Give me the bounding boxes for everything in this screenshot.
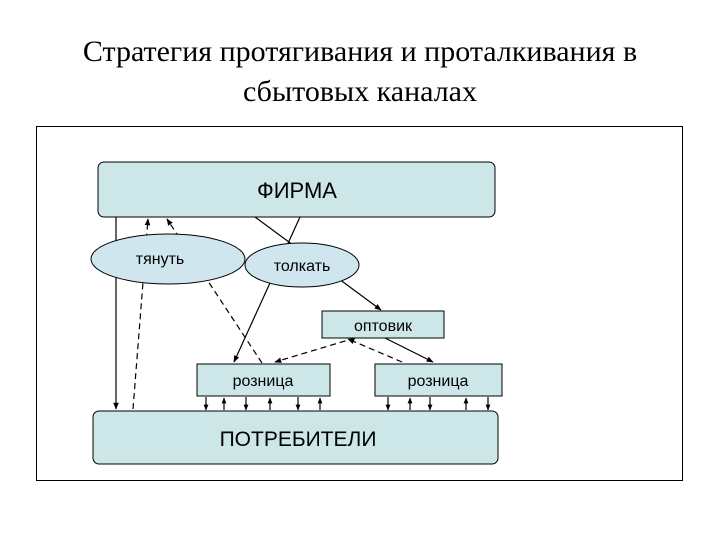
arrow-firm-to-retail-left (233, 216, 301, 363)
wholesaler-box (321, 310, 445, 339)
firm-label: ФИРМА (257, 178, 337, 203)
arrow-wholesaler-to-retail-right (384, 337, 434, 363)
pull-arrow-consumers-to-firm (132, 218, 151, 410)
pull-label: тянуть (136, 251, 185, 268)
diagram-frame (36, 126, 683, 481)
title-line-1: Стратегия протягивания и проталкивания в (82, 35, 638, 68)
retail-consumer-arrows (203, 397, 491, 411)
push-ellipse (244, 242, 360, 288)
retail-left-label: розница (233, 373, 294, 390)
retail-right-box (374, 363, 503, 397)
pull-ellipse (90, 233, 246, 285)
wholesaler-label: оптовик (354, 318, 413, 335)
slide-title: Стратегия протягивания и проталкивания в… (0, 32, 720, 112)
pull-arrow-wholesaler-to-retail (274, 337, 356, 363)
retail-left-box (196, 363, 331, 397)
firm-box (97, 161, 496, 218)
consumers-label: ПОТРЕБИТЕЛИ (220, 428, 377, 451)
title-line-2: сбытовых каналах (243, 75, 477, 108)
retail-right-label: розница (408, 373, 469, 390)
consumers-box (92, 410, 499, 465)
push-label: толкать (274, 258, 331, 275)
